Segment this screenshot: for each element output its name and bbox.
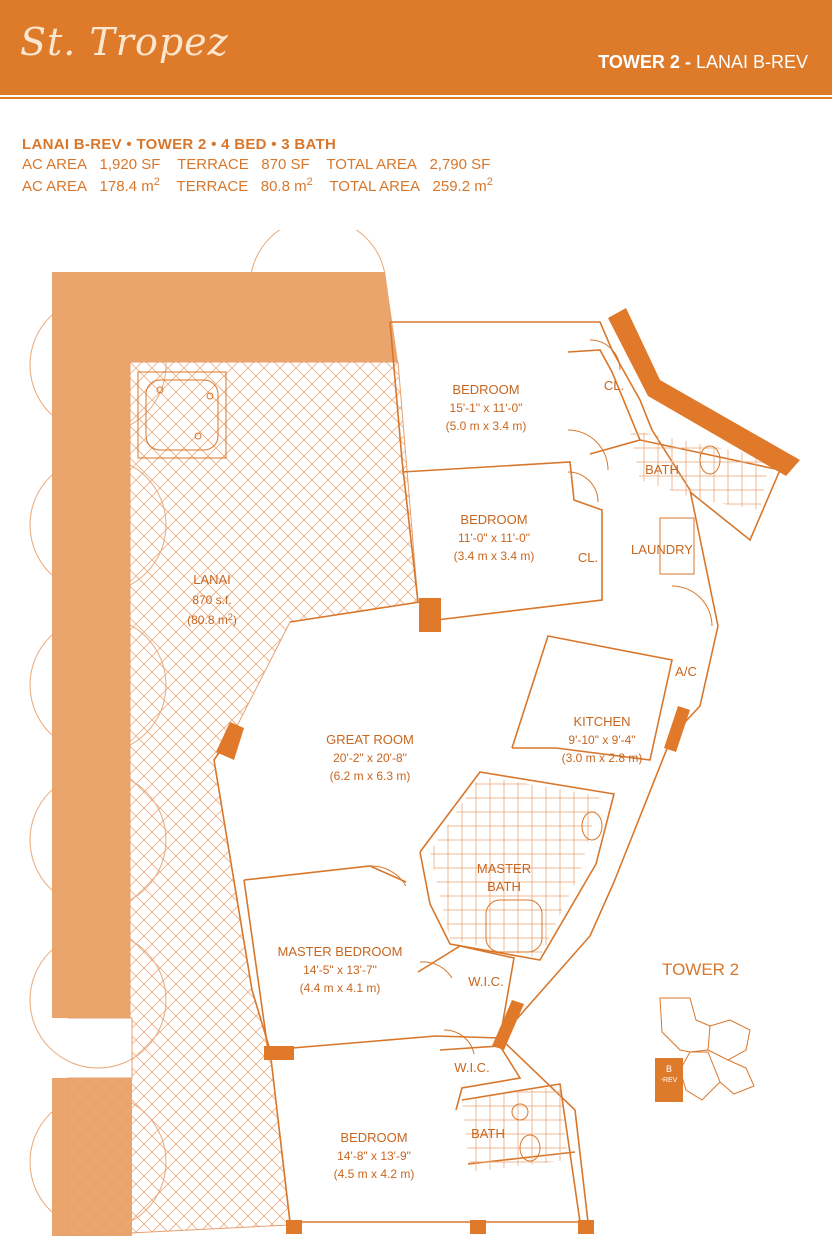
bedroom1-dim: 15'-1" x 11'-0" [450,401,523,415]
terrace-sup: 2 [306,176,313,188]
master-bath-tile [430,776,600,958]
total-metric-label: TOTAL AREA [329,178,420,195]
master-bedroom-name: MASTER BEDROOM [278,944,403,959]
great-room-dim: 20'-2" x 20'-8" [333,751,407,765]
bedroom3-metric: (4.5 m x 4.2 m) [334,1167,415,1181]
wic1-label: W.I.C. [468,974,503,989]
total-sup: 2 [486,176,493,188]
laundry-label: LAUNDRY [631,542,693,557]
unit-specs: LANAI B-REV • TOWER 2 • 4 BED • 3 BATH A… [22,136,493,196]
key-plan: B -REV [655,997,755,1102]
wic2-label: W.I.C. [454,1060,489,1075]
great-room-name: GREAT ROOM [326,732,414,747]
bedroom2-dim: 11'-0" x 11'-0" [458,531,530,545]
total-area-value: 2,790 SF [429,156,491,173]
bedroom3-dim: 14'-8" x 13'-9" [337,1149,411,1163]
interior-walls [213,321,782,1223]
ac-area-label: AC AREA [22,156,88,173]
tower-label: TOWER 2 - [598,52,691,72]
terrace-label: TERRACE [177,156,249,173]
closet1-label: CL. [604,378,624,393]
room-bedroom2: BEDROOM 11'-0" x 11'-0" (3.4 m x 3.4 m) [454,512,535,563]
unit-label: LANAI B-REV [695,52,808,72]
bath3-tile [462,1086,568,1172]
bedroom1-metric: (5.0 m x 3.4 m) [446,419,527,433]
ac-area-metric-value: 178.4 m [99,178,154,195]
bath-label: BATH [645,462,679,477]
st-tropez-logo: St. Tropez [20,20,229,64]
room-lanai: LANAI 870 s.f. (80.8 m2) [187,572,237,627]
room-bedroom3: BEDROOM 14'-8" x 13'-9" (4.5 m x 4.2 m) [334,1130,415,1181]
lanai-area: 870 s.f. [192,593,231,607]
door-swings [369,339,713,1055]
bedroom1-name: BEDROOM [452,382,519,397]
ac-area-value: 1,920 SF [99,156,161,173]
master-bath-line1: MASTER [477,861,531,876]
unit-title: TOWER 2 - LANAI B-REV [598,52,808,73]
structural-columns [216,308,800,1234]
room-master-bath: MASTER BATH [477,861,531,894]
key-plan-unit-tag2: -REV [661,1077,678,1084]
ac-area-sup: 2 [153,176,160,188]
terrace-band [52,272,398,1018]
bedroom3-name: BEDROOM [340,1130,407,1145]
hot-tub [137,371,227,459]
master-bedroom-metric: (4.4 m x 4.1 m) [300,981,381,995]
unit-summary: LANAI B-REV • TOWER 2 • 4 BED • 3 BATH [22,136,337,153]
floor-plan: BEDROOM 15'-1" x 11'-0" (5.0 m x 3.4 m) … [29,230,800,1236]
area-metric: AC AREA 178.4 m2 TERRACE 80.8 m2 TOTAL A… [22,176,493,196]
area-imperial: AC AREA 1,920 SF TERRACE 870 SF TOTAL AR… [22,156,493,176]
master-bath-line2: BATH [487,879,521,894]
closet2-label: CL. [578,550,598,565]
total-metric-value: 259.2 m [432,178,487,195]
kitchen-dim: 9'-10" x 9'-4" [568,733,635,747]
bedroom2-name: BEDROOM [460,512,527,527]
terrace-metric-label: TERRACE [176,178,249,195]
key-plan-title: TOWER 2 [662,960,740,979]
key-plan-unit-tag1: B [666,1064,672,1074]
key-plan-unit-highlight [655,1058,683,1102]
header-divider [0,97,832,99]
terrace-value: 870 SF [261,156,310,173]
bedroom2-metric: (3.4 m x 3.4 m) [454,549,535,563]
bath-tile-1 [630,430,770,510]
room-great-room: GREAT ROOM 20'-2" x 20'-8" (6.2 m x 6.3 … [326,732,414,783]
header-bar: St. Tropez TOWER 2 - LANAI B-REV [0,0,832,95]
terrace-metric-value: 80.8 m [260,178,307,195]
lanai-name: LANAI [193,572,231,587]
kitchen-name: KITCHEN [573,714,630,729]
master-bedroom-dim: 14'-5" x 13'-7" [303,963,377,977]
room-master-bedroom: MASTER BEDROOM 14'-5" x 13'-7" (4.4 m x … [278,944,403,995]
bath3-label: BATH [471,1126,505,1141]
ac-label: A/C [675,664,697,679]
total-area-label: TOTAL AREA [326,156,417,173]
lanai-metric: (80.8 m2) [187,612,237,627]
room-kitchen: KITCHEN 9'-10" x 9'-4" (3.0 m x 2.8 m) [562,714,643,765]
kitchen-metric: (3.0 m x 2.8 m) [562,751,643,765]
great-room-metric: (6.2 m x 6.3 m) [330,769,411,783]
fixtures [485,445,721,1162]
ac-area-metric-label: AC AREA [22,178,88,195]
room-bedroom1: BEDROOM 15'-1" x 11'-0" (5.0 m x 3.4 m) [446,382,527,433]
